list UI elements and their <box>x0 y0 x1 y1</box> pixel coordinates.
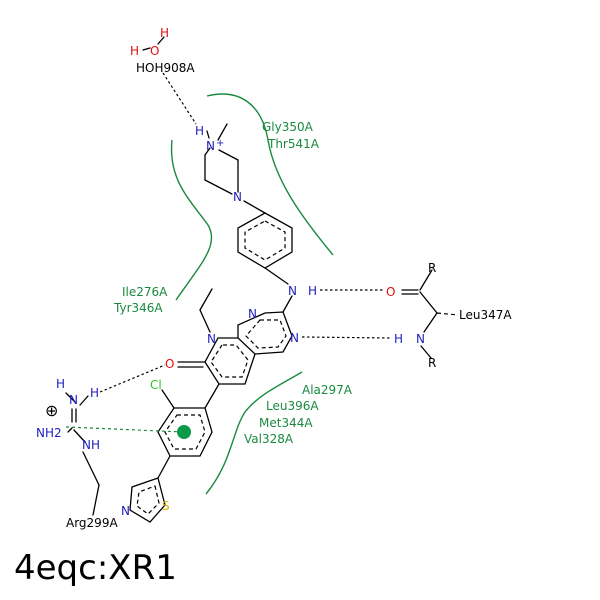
pocket-contours <box>170 93 334 495</box>
water-h-label-1: H <box>130 44 139 58</box>
residue-label-ala297: Ala297A <box>302 383 353 397</box>
leu-n-label: N <box>416 332 425 346</box>
piperazine-h-label: H <box>195 124 204 138</box>
pi-centroid-marker <box>177 425 191 439</box>
piperazine-plus-label: + <box>216 138 224 149</box>
residue-label-leu396: Leu396A <box>266 399 319 413</box>
arg-h-label-2: H <box>90 386 99 400</box>
chlorine-label: Cl <box>150 378 162 392</box>
leu-o-label: O <box>386 285 395 299</box>
arg-h-label-1: H <box>56 377 65 391</box>
arg-n-label-1: N <box>69 393 78 407</box>
amine-n-label: N <box>288 284 297 298</box>
residue-label-gly350: Gly350A <box>262 120 314 134</box>
pocket-contour-bottom <box>205 371 303 495</box>
leu-h-label: H <box>394 332 403 346</box>
residue-label-val328: Val328A <box>244 432 294 446</box>
thiazole-n-label: N <box>121 504 130 518</box>
naphthyridine-n-label-1: N <box>248 307 257 321</box>
piperazine-n-label-1: N <box>206 139 215 153</box>
thiazole-s-label: S <box>162 499 170 513</box>
pocket-contour-left <box>170 139 213 301</box>
residue-label-thr541: Thr541A <box>267 137 320 151</box>
water-h-label-2: H <box>160 26 169 40</box>
amine-h-label: H <box>308 284 317 298</box>
arg-charge-label: ⊕ <box>45 401 58 420</box>
water-o-label: O <box>150 44 159 58</box>
naphthyridine-n-label-3: N <box>207 332 216 346</box>
residue-label-met344: Met344A <box>259 416 313 430</box>
residue-label-leu347: Leu347A <box>459 308 512 322</box>
residue-label-water: HOH908A <box>136 61 195 75</box>
pocket-contour-top <box>206 93 334 256</box>
naphthyridine-n-label-2: N <box>290 331 299 345</box>
residue-labels: HOH908A Gly350A Thr541A Ile276A Tyr346A … <box>66 61 512 530</box>
pi-cation-line <box>65 426 185 433</box>
atom-labels: H H O H N + N N H N N N O Cl N S H N H N… <box>36 26 436 518</box>
residue-label-tyr346: Tyr346A <box>113 301 163 315</box>
diagram-title: 4eqc:XR1 <box>14 548 177 588</box>
arg-nh-label: NH <box>82 438 100 452</box>
piperazine-n-label-2: N <box>233 190 242 204</box>
residue-label-arg299: Arg299A <box>66 516 118 530</box>
bonds <box>65 36 459 523</box>
residue-label-ile276: Ile276A <box>122 285 168 299</box>
carbonyl-o-label: O <box>165 357 174 371</box>
leu-r-label-2: R <box>428 356 436 370</box>
leu-r-label-1: R <box>428 261 436 275</box>
arg-nh2-label: NH2 <box>36 426 62 440</box>
